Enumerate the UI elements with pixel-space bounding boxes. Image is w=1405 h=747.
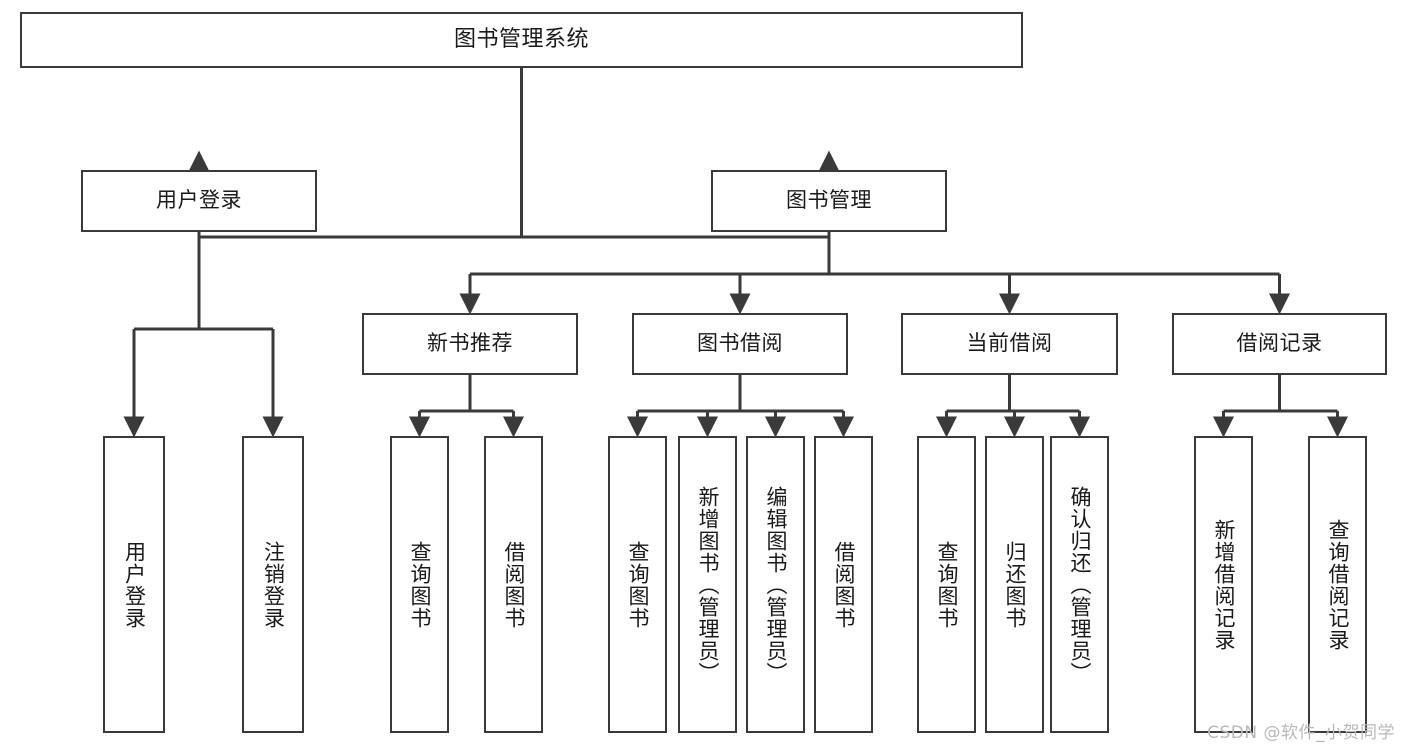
node-label-borrow-book-1: 借阅图书 xyxy=(501,540,526,629)
node-label-user-logout: 注销登录 xyxy=(261,540,286,629)
watermark-text: CSDN @软件_小贺同学 xyxy=(1207,723,1395,743)
node-edit-book-admin[interactable]: 编辑图书（管理员） xyxy=(746,436,805,733)
node-return-book[interactable]: 归还图书 xyxy=(985,436,1044,733)
node-add-book-admin[interactable]: 新增图书（管理员） xyxy=(678,436,737,733)
node-borrow-records[interactable]: 借阅记录 xyxy=(1172,313,1387,375)
node-query-book-1[interactable]: 查询图书 xyxy=(390,436,449,733)
node-label-query-book-3: 查询图书 xyxy=(934,540,959,629)
node-query-book-2[interactable]: 查询图书 xyxy=(608,436,667,733)
node-label-add-borrow-record: 新增借阅记录 xyxy=(1211,518,1236,651)
node-label-return-book: 归还图书 xyxy=(1002,540,1027,629)
node-current-borrow[interactable]: 当前借阅 xyxy=(901,313,1118,375)
node-label-edit-book-admin: 编辑图书（管理员） xyxy=(763,485,788,684)
node-confirm-return-admin[interactable]: 确认归还（管理员） xyxy=(1050,436,1109,733)
node-label-user-login-do: 用户登录 xyxy=(122,540,147,629)
node-query-book-3[interactable]: 查询图书 xyxy=(917,436,976,733)
node-add-borrow-record[interactable]: 新增借阅记录 xyxy=(1194,436,1253,733)
node-label-add-book-admin: 新增图书（管理员） xyxy=(695,485,720,684)
node-root[interactable]: 图书管理系统 xyxy=(20,12,1023,68)
node-label-new-book-recommend: 新书推荐 xyxy=(427,331,513,356)
node-label-borrow-book-2: 借阅图书 xyxy=(831,540,856,629)
node-label-user-login: 用户登录 xyxy=(156,188,242,213)
node-new-book-recommend[interactable]: 新书推荐 xyxy=(362,313,578,375)
node-book-borrow[interactable]: 图书借阅 xyxy=(632,313,848,375)
node-label-current-borrow: 当前借阅 xyxy=(966,331,1053,356)
node-label-root: 图书管理系统 xyxy=(453,26,589,52)
node-label-book-borrow: 图书借阅 xyxy=(697,331,783,356)
node-borrow-book-1[interactable]: 借阅图书 xyxy=(484,436,543,733)
node-label-query-borrow-record: 查询借阅记录 xyxy=(1325,518,1350,651)
node-label-query-book-1: 查询图书 xyxy=(407,540,432,629)
node-borrow-book-2[interactable]: 借阅图书 xyxy=(814,436,873,733)
node-user-login[interactable]: 用户登录 xyxy=(81,170,317,232)
node-book-manage[interactable]: 图书管理 xyxy=(711,170,947,232)
node-label-query-book-2: 查询图书 xyxy=(625,540,650,629)
node-label-confirm-return-admin: 确认归还（管理员） xyxy=(1067,485,1092,684)
node-user-login-do[interactable]: 用户登录 xyxy=(103,436,165,733)
node-label-book-manage: 图书管理 xyxy=(786,188,872,213)
node-query-borrow-record[interactable]: 查询借阅记录 xyxy=(1308,436,1367,733)
tree-connectors xyxy=(123,68,1348,438)
node-label-borrow-records: 借阅记录 xyxy=(1236,331,1323,356)
node-user-logout[interactable]: 注销登录 xyxy=(242,436,304,733)
